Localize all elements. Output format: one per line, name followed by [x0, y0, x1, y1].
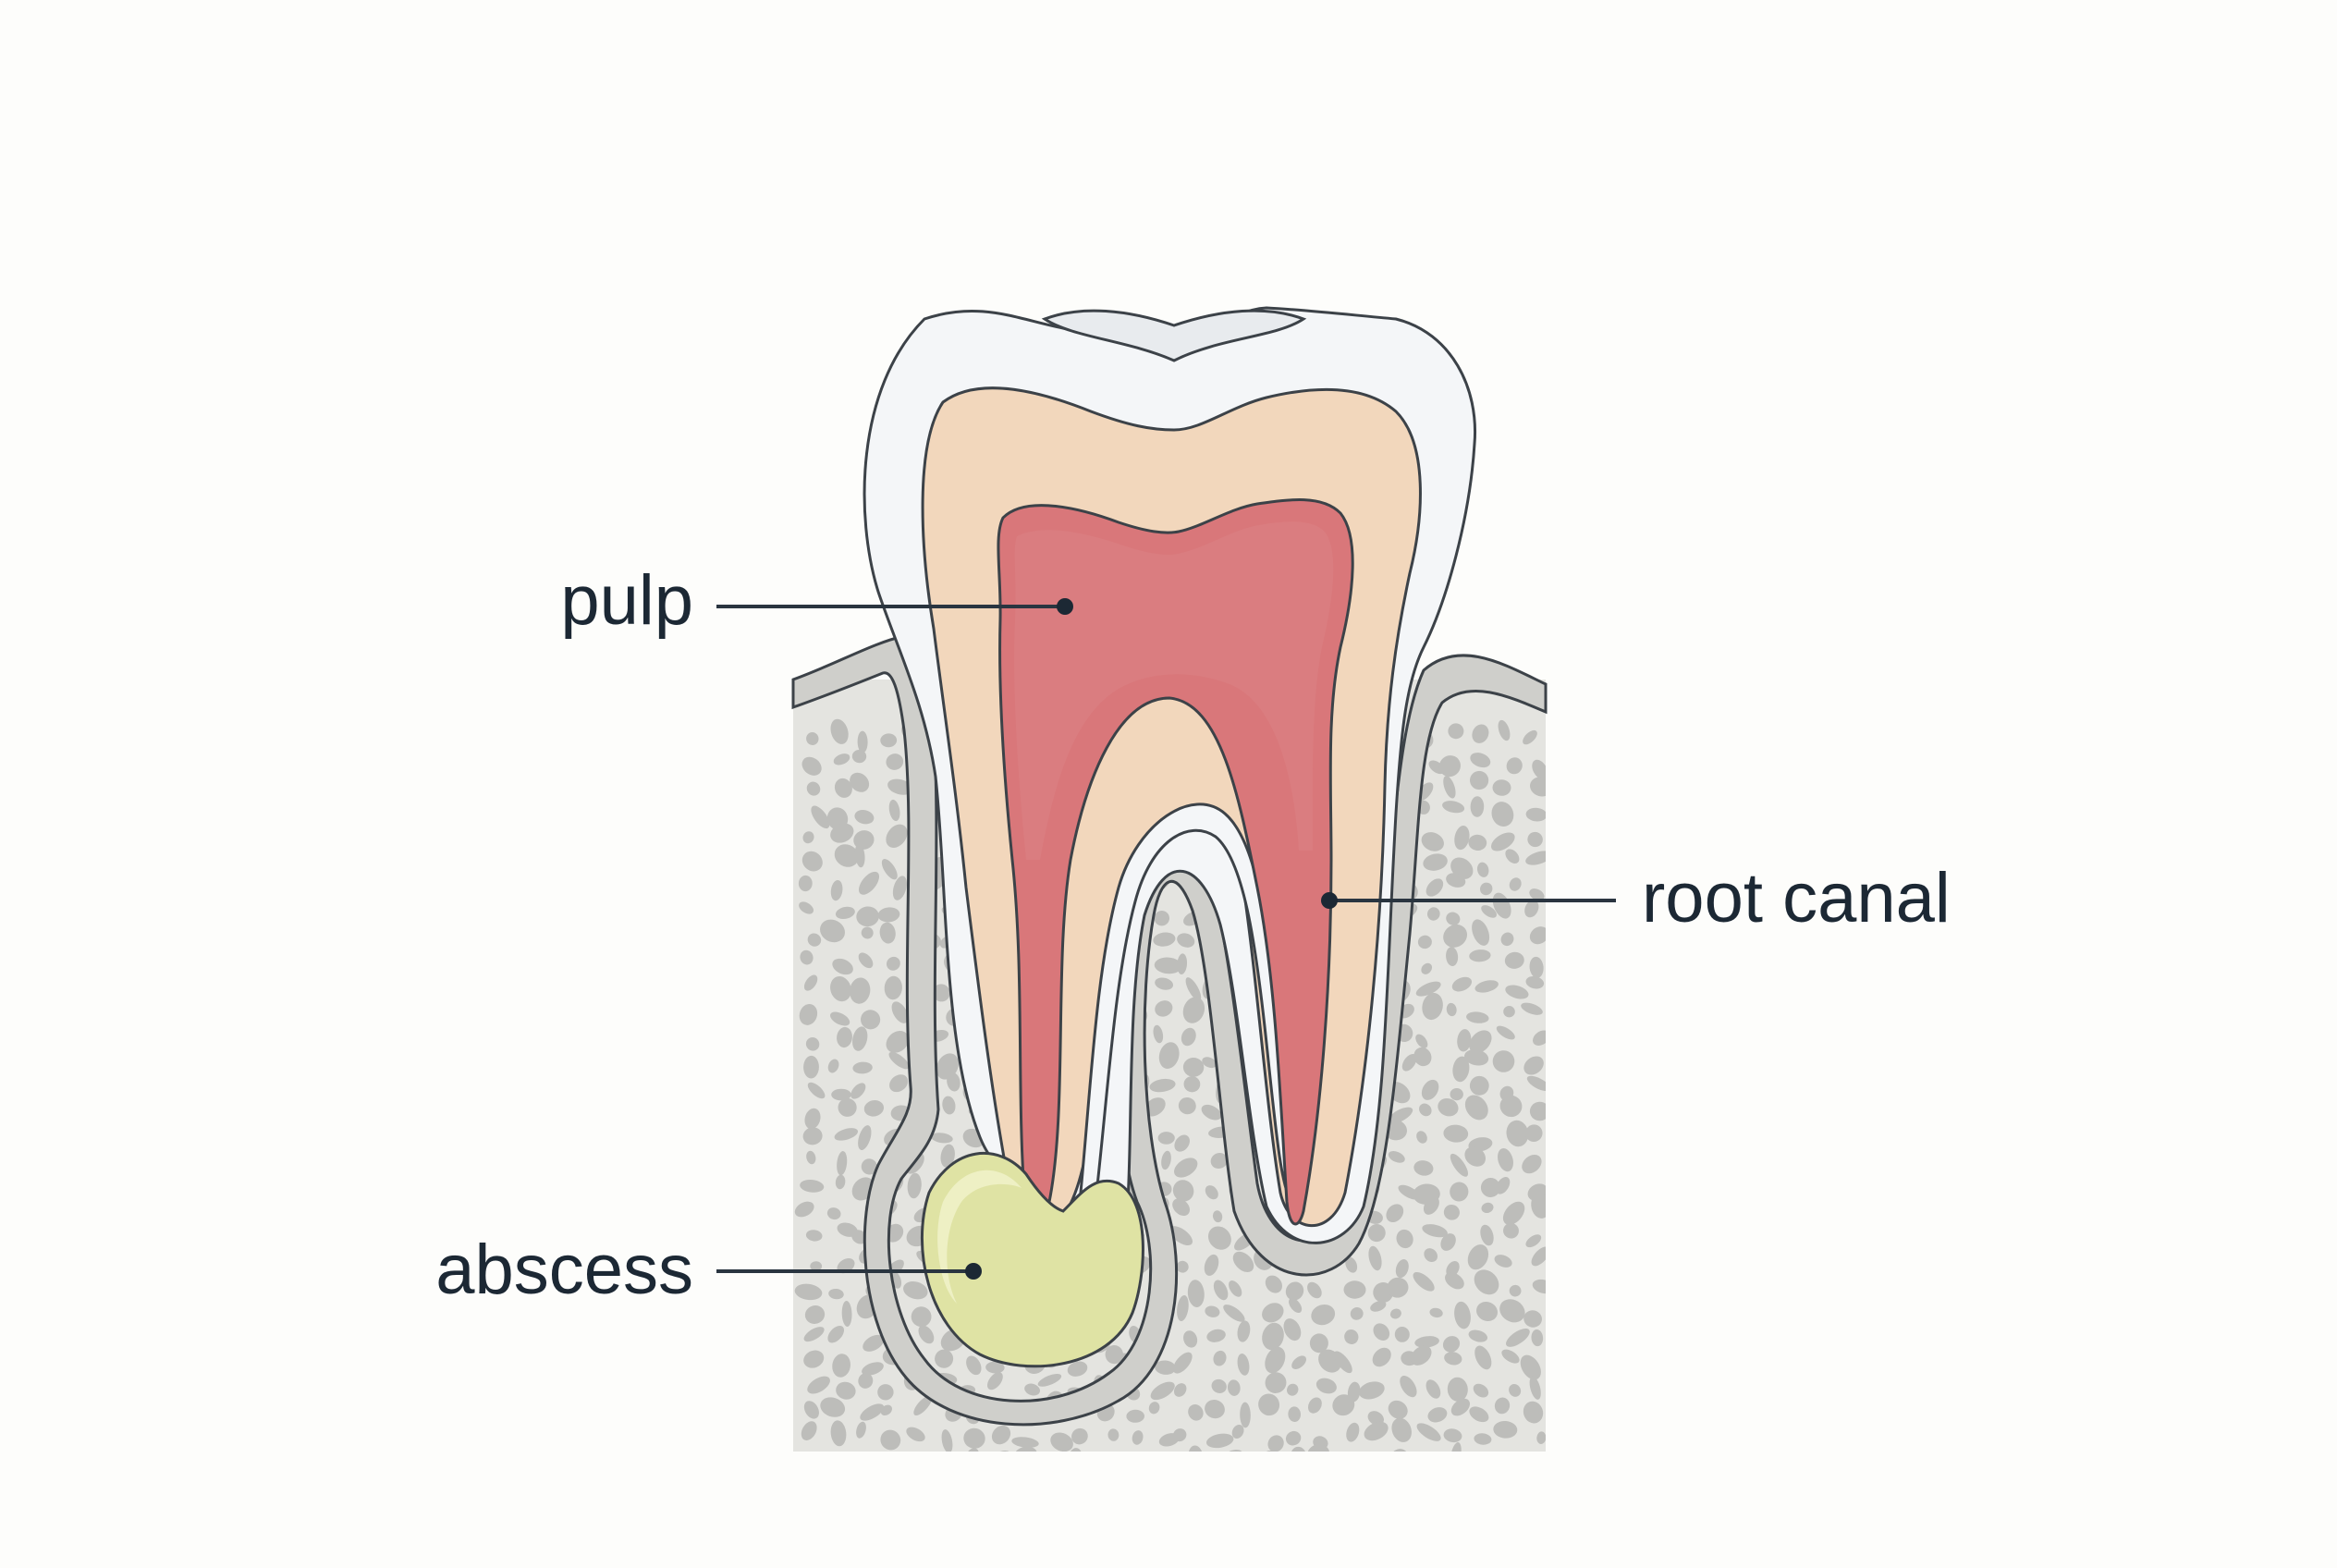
bone-pore — [845, 1452, 874, 1476]
bone-pore — [886, 1449, 914, 1478]
bone-pore — [1150, 1453, 1168, 1471]
bone-pore — [817, 1452, 849, 1480]
bone-pore — [1041, 1451, 1059, 1473]
root-canal-leader-dot — [1321, 892, 1338, 909]
bone-pore — [1101, 1452, 1119, 1469]
bone-pore — [934, 1456, 952, 1476]
bone-pore — [903, 1451, 926, 1473]
bone-pore — [1515, 1454, 1544, 1481]
abscess-leader-dot — [965, 1263, 982, 1280]
label-root-canal: root canal — [1642, 864, 1951, 934]
bone-pore — [1158, 1132, 1175, 1145]
bone-pore — [1338, 1453, 1357, 1476]
bone-pore — [1421, 1454, 1443, 1476]
bone-pore — [804, 1452, 826, 1480]
label-abscess: abscess — [435, 1235, 693, 1305]
bone-pore — [1486, 1455, 1497, 1471]
bone-pore — [1499, 1452, 1515, 1467]
bone-pore — [1200, 1454, 1225, 1479]
bone-pore — [1366, 1448, 1391, 1474]
bone-pore — [1129, 1458, 1142, 1470]
label-pulp: pulp — [560, 566, 693, 636]
pulp-leader-dot — [1057, 598, 1073, 615]
